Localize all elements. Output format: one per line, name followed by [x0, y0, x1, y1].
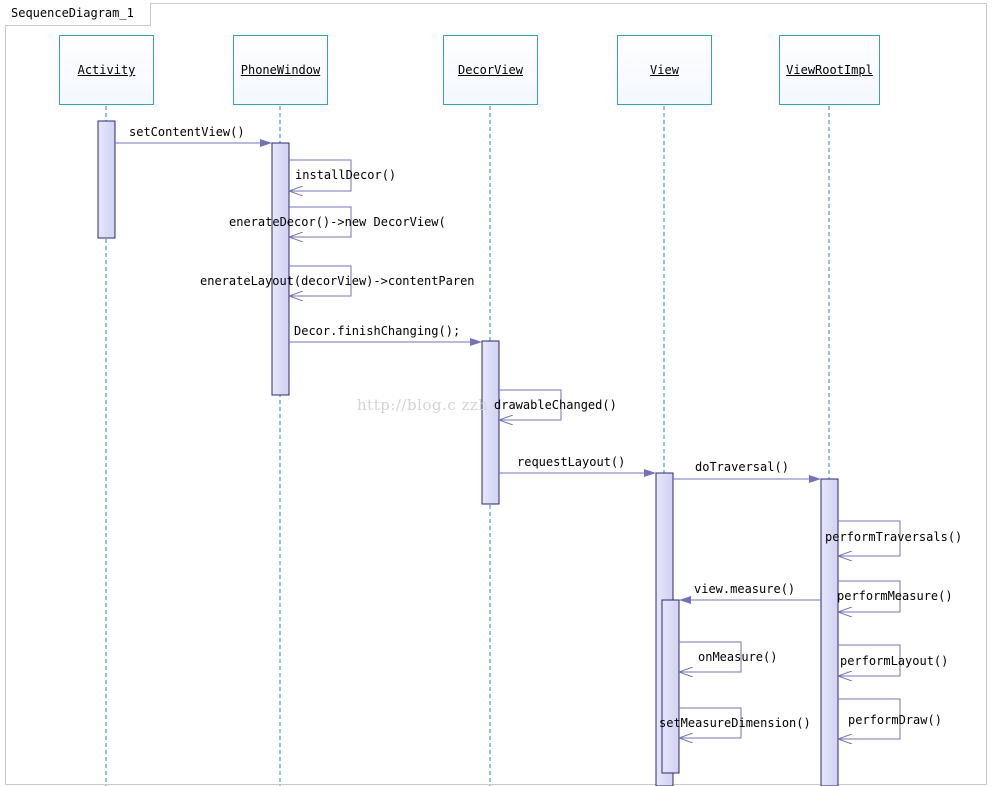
- message-label: setContentView(): [129, 125, 245, 139]
- message-label: installDecor(): [295, 168, 396, 182]
- message-label: setMeasureDimension(): [659, 716, 811, 730]
- self-arrow-installdecor: [289, 159, 352, 191]
- lifeline-label: PhoneWindow: [240, 63, 321, 77]
- lifeline-viewrootimpl[interactable]: ViewRootImpl: [779, 35, 880, 105]
- self-arrow-performdraw: [838, 698, 901, 739]
- message-label: enerateDecor()->new DecorView(: [229, 215, 446, 229]
- self-arrow-performtraversals: [838, 520, 901, 556]
- self-arrow-generatelayout: [289, 265, 352, 296]
- message-label: performLayout(): [840, 654, 948, 668]
- lifeline-decorview[interactable]: DecorView: [443, 35, 538, 105]
- message-label: enerateLayout(decorView)->contentParen: [200, 274, 475, 288]
- lifeline-phonewindow[interactable]: PhoneWindow: [233, 35, 328, 105]
- activation-phonewindow: [271, 142, 290, 396]
- message-label: doTraversal(): [695, 460, 789, 474]
- message-label: Decor.finishChanging();: [294, 324, 460, 338]
- self-arrow-setmeasuredimension: [679, 707, 742, 738]
- lifeline-activity[interactable]: Activity: [59, 35, 154, 105]
- self-arrow-performmeasure: [838, 580, 901, 612]
- self-arrow-generatedecor: [289, 206, 352, 237]
- message-label: view.measure(): [694, 582, 795, 596]
- message-label: performMeasure(): [837, 589, 953, 603]
- message-label: performDraw(): [848, 713, 942, 727]
- activation-view-nested: [661, 599, 680, 774]
- message-label: performTraversals(): [825, 530, 962, 544]
- lifeline-label: ViewRootImpl: [786, 63, 873, 77]
- message-label: onMeasure(): [698, 650, 777, 664]
- lifeline-label: View: [650, 63, 679, 77]
- message-label: requestLayout(): [517, 455, 625, 469]
- watermark: http://blog.c zzh: [357, 396, 489, 414]
- self-arrow-performlayout: [838, 644, 901, 676]
- activation-viewrootimpl: [820, 478, 839, 786]
- message-label: drawableChanged(): [494, 398, 617, 412]
- diagram-title: SequenceDiagram_1: [11, 6, 134, 20]
- activation-activity: [97, 120, 116, 239]
- lifeline-label: DecorView: [457, 63, 524, 77]
- activation-decorview: [481, 340, 500, 505]
- lifeline-label: Activity: [77, 63, 136, 77]
- self-arrow-drawablechanged: [499, 389, 562, 420]
- lifeline-view[interactable]: View: [617, 35, 712, 105]
- diagram-title-tab: [5, 3, 151, 26]
- self-arrow-onmeasure: [679, 641, 742, 672]
